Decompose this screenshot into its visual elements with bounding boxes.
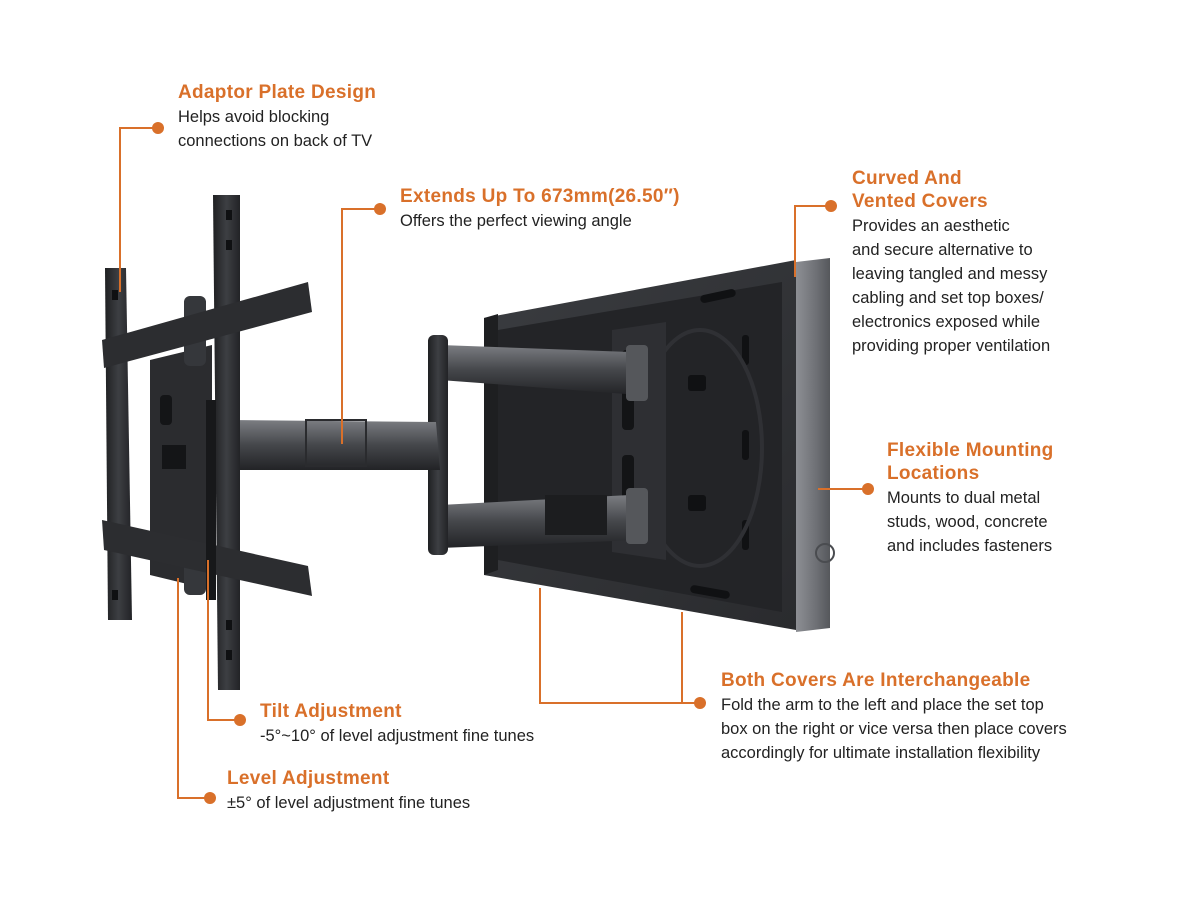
- title-line: Curved And: [852, 168, 962, 189]
- desc-line: and includes fasteners: [887, 537, 1053, 555]
- desc-line: -5°~10° of level adjustment fine tunes: [260, 727, 535, 745]
- desc-line: ±5° of level adjustment fine tunes: [227, 794, 471, 812]
- desc-line: Offers the perfect viewing angle: [400, 212, 632, 230]
- desc-line: Provides an aesthetic: [852, 217, 1010, 235]
- callout-title: Curved And Vented Covers: [852, 167, 1050, 213]
- desc-line: electronics exposed while: [852, 313, 1041, 331]
- callout-title: Level Adjustment: [227, 768, 390, 789]
- articulating-arms: [230, 335, 648, 555]
- callout-title: Extends Up To 673mm(26.50″): [400, 186, 680, 207]
- desc-line: Fold the arm to the left and place the s…: [721, 696, 1044, 714]
- desc-line: accordingly for ultimate installation fl…: [721, 744, 1041, 762]
- callout-description: Helps avoid blocking connections on back…: [178, 105, 376, 153]
- callout-title: Tilt Adjustment: [260, 701, 402, 722]
- callout-interchangeable-covers: Both Covers Are Interchangeable Fold the…: [721, 669, 1067, 765]
- desc-line: studs, wood, concrete: [887, 513, 1048, 531]
- title-line: Vented Covers: [852, 191, 988, 212]
- callout-description: ±5° of level adjustment fine tunes: [227, 791, 470, 815]
- callout-title: Adaptor Plate Design: [178, 82, 377, 103]
- callout-description: Fold the arm to the left and place the s…: [721, 693, 1067, 765]
- desc-line: leaving tangled and messy: [852, 265, 1048, 283]
- callout-level-adjustment: Level Adjustment ±5° of level adjustment…: [227, 767, 470, 815]
- callout-flexible-mounting: Flexible Mounting Locations Mounts to du…: [887, 439, 1054, 558]
- desc-line: Helps avoid blocking: [178, 108, 330, 126]
- desc-line: Mounts to dual metal: [887, 489, 1041, 507]
- callout-description: Offers the perfect viewing angle: [400, 209, 680, 233]
- callout-adaptor-plate: Adaptor Plate Design Helps avoid blockin…: [178, 81, 376, 153]
- tv-brackets: [102, 195, 312, 690]
- callout-title: Both Covers Are Interchangeable: [721, 670, 1031, 691]
- callout-title: Flexible Mounting Locations: [887, 439, 1054, 485]
- callout-description: Provides an aesthetic and secure alterna…: [852, 214, 1050, 358]
- callout-extends: Extends Up To 673mm(26.50″) Offers the p…: [400, 185, 680, 233]
- desc-line: providing proper ventilation: [852, 337, 1051, 355]
- desc-line: and secure alternative to: [852, 241, 1033, 259]
- callout-description: -5°~10° of level adjustment fine tunes: [260, 724, 534, 748]
- desc-line: connections on back of TV: [178, 132, 373, 150]
- title-line: Flexible Mounting: [887, 440, 1054, 461]
- title-line: Locations: [887, 463, 980, 484]
- callout-description: Mounts to dual metal studs, wood, concre…: [887, 486, 1054, 558]
- callout-curved-covers: Curved And Vented Covers Provides an aes…: [852, 167, 1050, 358]
- callout-tilt-adjustment: Tilt Adjustment -5°~10° of level adjustm…: [260, 700, 534, 748]
- desc-line: box on the right or vice versa then plac…: [721, 720, 1067, 738]
- desc-line: cabling and set top boxes/: [852, 289, 1044, 307]
